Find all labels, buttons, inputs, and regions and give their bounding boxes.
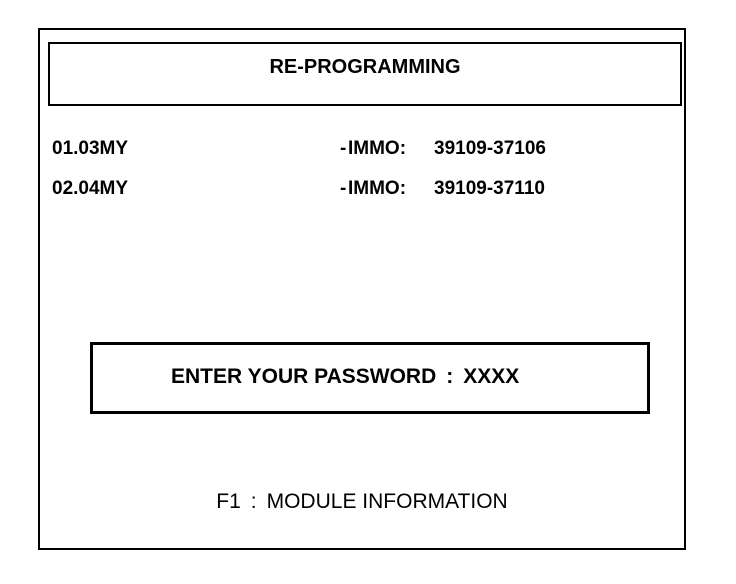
- reprogramming-screen: RE-PROGRAMMING 01.03MY - IMMO: 39109-371…: [38, 28, 686, 550]
- password-label: ENTER YOUR PASSWORD: [171, 365, 437, 388]
- module-information-label: MODULE INFORMATION: [266, 490, 508, 513]
- footer-hint: F1: MODULE INFORMATION: [40, 490, 684, 514]
- immo-part-number: 39109-37110: [434, 178, 545, 199]
- password-prompt: ENTER YOUR PASSWORD: XXXX: [171, 365, 519, 389]
- list-item[interactable]: 01.03MY - IMMO: 39109-37106: [52, 138, 672, 164]
- immo-part-number: 39109-37106: [434, 138, 546, 159]
- row-dash: -: [340, 178, 347, 199]
- list-item[interactable]: 02.04MY - IMMO: 39109-37110: [52, 178, 672, 204]
- model-year-label: 02.04MY: [52, 178, 129, 199]
- password-field[interactable]: XXXX: [463, 365, 520, 388]
- footer-separator: :: [250, 490, 257, 513]
- password-separator: :: [446, 365, 454, 388]
- immo-label: IMMO:: [348, 138, 407, 159]
- screen-title: RE-PROGRAMMING: [269, 56, 461, 78]
- password-entry-box[interactable]: ENTER YOUR PASSWORD: XXXX: [90, 342, 650, 414]
- immo-label: IMMO:: [348, 178, 407, 199]
- row-dash: -: [340, 138, 347, 159]
- title-box: RE-PROGRAMMING: [48, 42, 682, 106]
- f1-key[interactable]: F1: [216, 490, 241, 513]
- model-year-label: 01.03MY: [52, 138, 129, 159]
